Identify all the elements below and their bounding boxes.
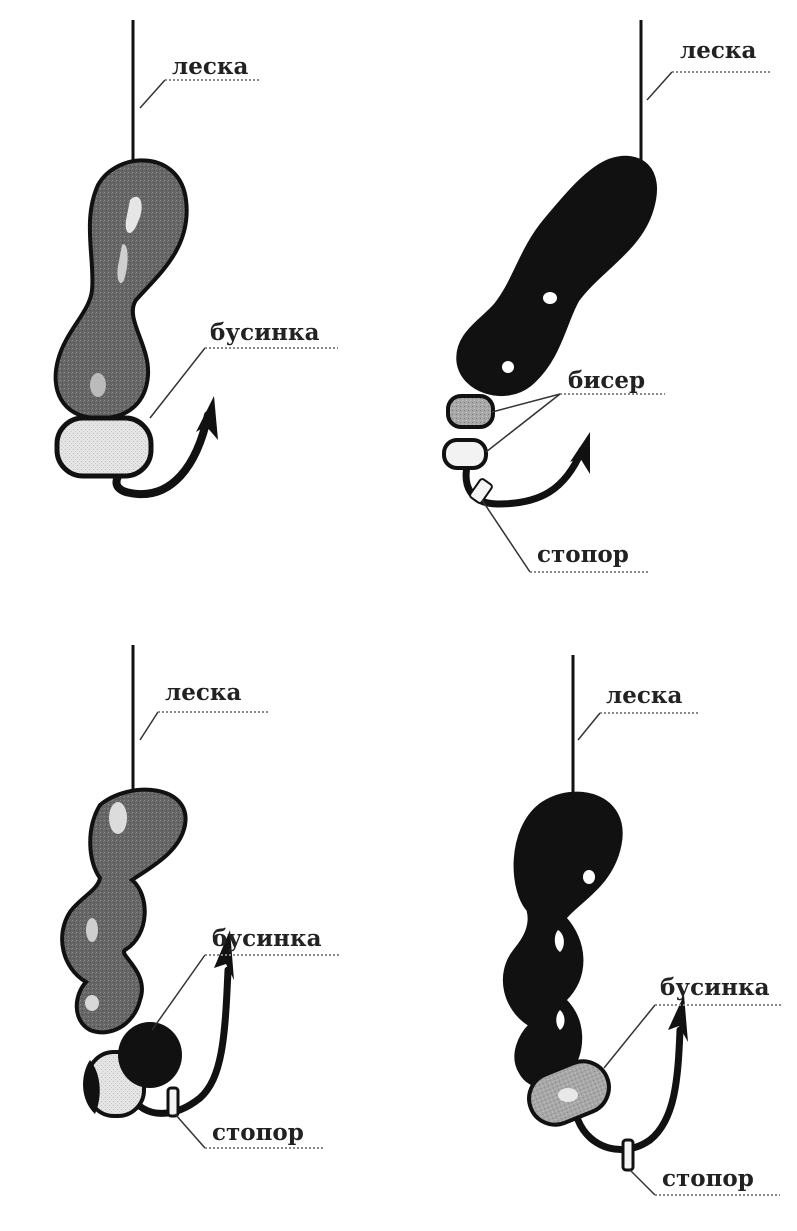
label-stopper: стопор bbox=[662, 1165, 754, 1192]
label-seed-beads: бисер bbox=[568, 367, 645, 394]
leader-line bbox=[492, 394, 560, 412]
label-line: леска bbox=[680, 37, 756, 64]
jig-body bbox=[458, 157, 656, 394]
bead bbox=[118, 1022, 182, 1088]
label-bead: бусинка bbox=[660, 974, 770, 1001]
seed-bead bbox=[448, 396, 493, 427]
jig-variant-4: леска бусинка стопор bbox=[504, 655, 782, 1195]
bead bbox=[57, 418, 151, 476]
leader-line bbox=[630, 1170, 655, 1195]
leader-line bbox=[175, 1114, 205, 1148]
seed-bead bbox=[444, 440, 486, 468]
leader-line bbox=[578, 713, 600, 740]
leader-line bbox=[647, 72, 672, 100]
leader-line bbox=[486, 394, 560, 452]
jig-highlight bbox=[558, 1088, 578, 1102]
jig-body bbox=[56, 160, 187, 418]
leader-line bbox=[604, 1005, 655, 1068]
leader-line bbox=[152, 955, 205, 1030]
label-stopper: стопор bbox=[537, 541, 629, 568]
jig-variant-1: леска бусинка bbox=[56, 20, 338, 494]
label-line: леска bbox=[172, 53, 248, 80]
leader-line bbox=[482, 500, 530, 572]
jig-variant-3: леска бусинка стопор bbox=[62, 645, 340, 1148]
leader-line bbox=[150, 348, 205, 418]
jig-eye-hole bbox=[543, 292, 557, 304]
jig-eye-hole bbox=[502, 361, 514, 373]
jig-highlight bbox=[86, 918, 98, 942]
jig-highlight bbox=[85, 995, 99, 1011]
label-line: леска bbox=[606, 682, 682, 709]
label-bead: бусинка bbox=[210, 319, 320, 346]
jig-highlight bbox=[109, 802, 127, 834]
jig-highlight bbox=[90, 373, 106, 397]
label-line: леска bbox=[165, 679, 241, 706]
label-stopper: стопор bbox=[212, 1119, 304, 1146]
leader-line bbox=[140, 712, 158, 740]
jig-eye-hole bbox=[583, 870, 595, 884]
stopper bbox=[168, 1088, 178, 1116]
leader-line bbox=[140, 80, 165, 108]
jig-variant-2: леска бисер стопор bbox=[444, 20, 770, 572]
label-bead: бусинка bbox=[212, 925, 322, 952]
stopper bbox=[623, 1140, 633, 1170]
